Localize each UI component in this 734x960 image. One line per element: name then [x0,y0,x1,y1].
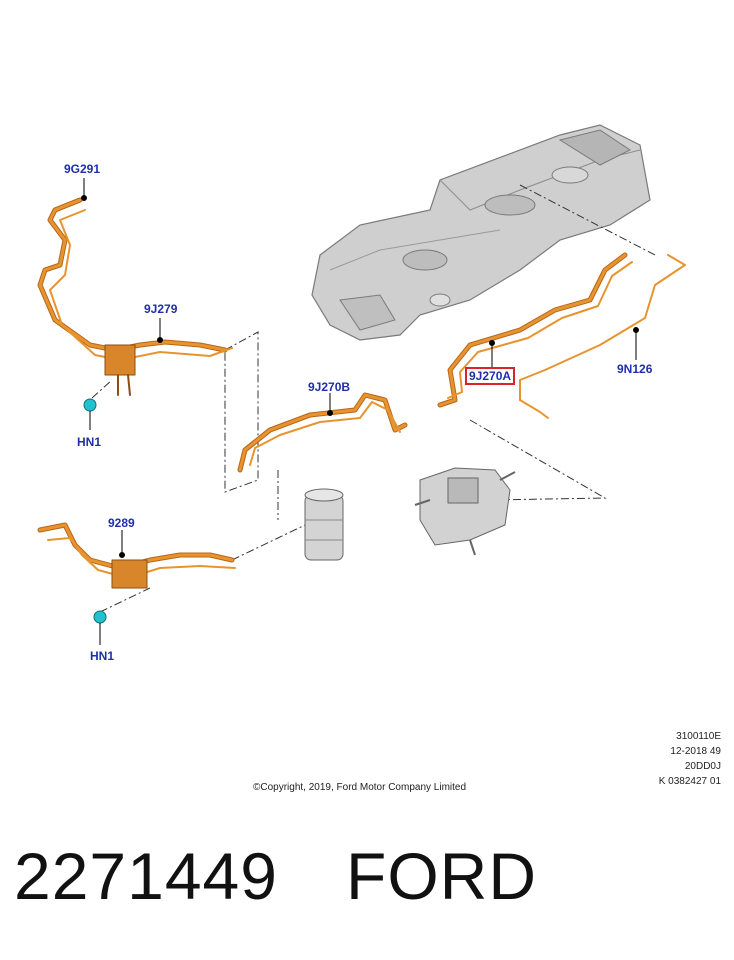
grommet-hn1-lower [93,610,107,645]
copyright-notice: ©Copyright, 2019, Ford Motor Company Lim… [253,782,467,793]
pipe-9N126 [519,254,686,419]
part-number: 2271449 [14,839,278,913]
callout-9j270b[interactable]: 9J270B [308,380,351,394]
leader-lines [91,184,656,613]
meta-line-3: 20DD0J [684,761,721,772]
pump-assembly [414,467,516,556]
callout-9n126[interactable]: 9N126 [617,362,653,376]
drawing-metadata: 3100110E 12-2018 49 20DD0J K 0382427 01 [659,729,721,789]
callout-9j279[interactable]: 9J279 [144,302,178,316]
meta-line-4: K 0382427 01 [658,776,721,787]
brand-name: FORD [346,839,537,913]
callout-9289[interactable]: 9289 [108,516,135,530]
pipe-9J270B [237,392,408,473]
fuel-tank [311,124,651,341]
pipe-9J270A [437,252,633,408]
callout-9g291[interactable]: 9G291 [64,162,101,176]
meta-line-1: 3100110E [676,731,721,742]
meta-line-2: 12-2018 49 [670,746,721,757]
pipe-9J279 [37,197,233,396]
fuel-filter [304,488,344,561]
callout-9j270a[interactable]: 9J270A [465,367,516,385]
pipe-9289 [37,522,236,589]
callout-leaders [81,178,639,558]
callout-hn1-lower[interactable]: HN1 [90,649,115,663]
callout-hn1-upper[interactable]: HN1 [77,435,102,449]
grommet-hn1-upper [83,398,97,430]
